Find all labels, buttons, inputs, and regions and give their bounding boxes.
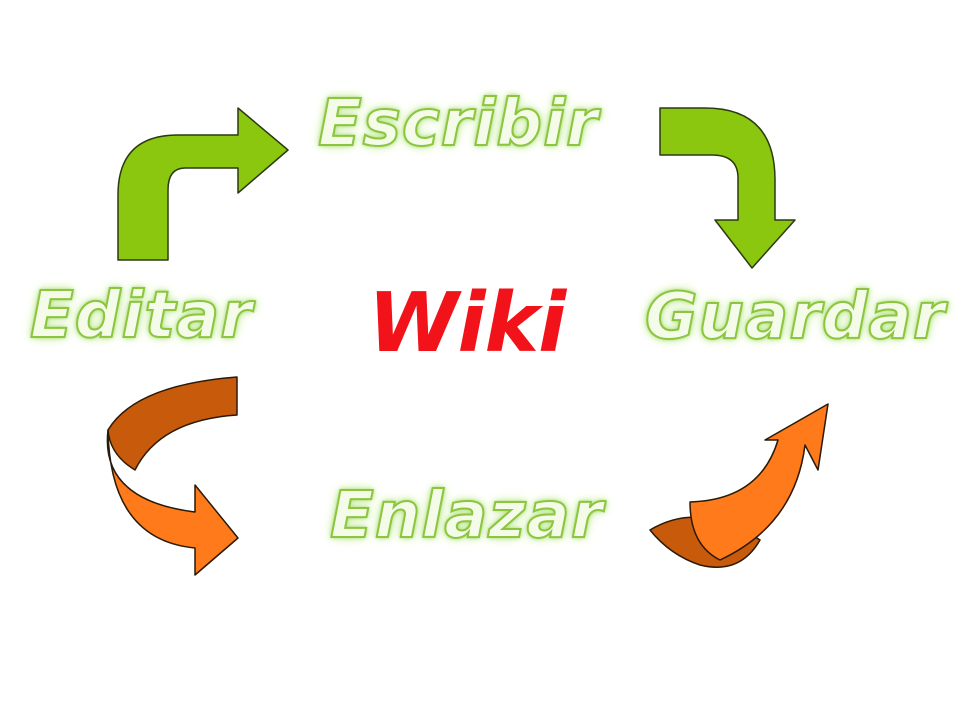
stage-label-editar: Editar — [29, 279, 253, 353]
arrow-enlazar-to-editar — [106, 376, 239, 576]
arrow-escribir-to-guardar — [659, 107, 796, 269]
stage-label-guardar: Guardar — [644, 280, 946, 354]
stage-label-escribir: Escribir — [317, 87, 599, 161]
arrow-editar-to-escribir — [117, 107, 289, 261]
arrow-guardar-to-enlazar — [649, 403, 829, 568]
stage-label-enlazar: Enlazar — [329, 479, 604, 553]
center-label-wiki: Wiki — [368, 276, 566, 371]
